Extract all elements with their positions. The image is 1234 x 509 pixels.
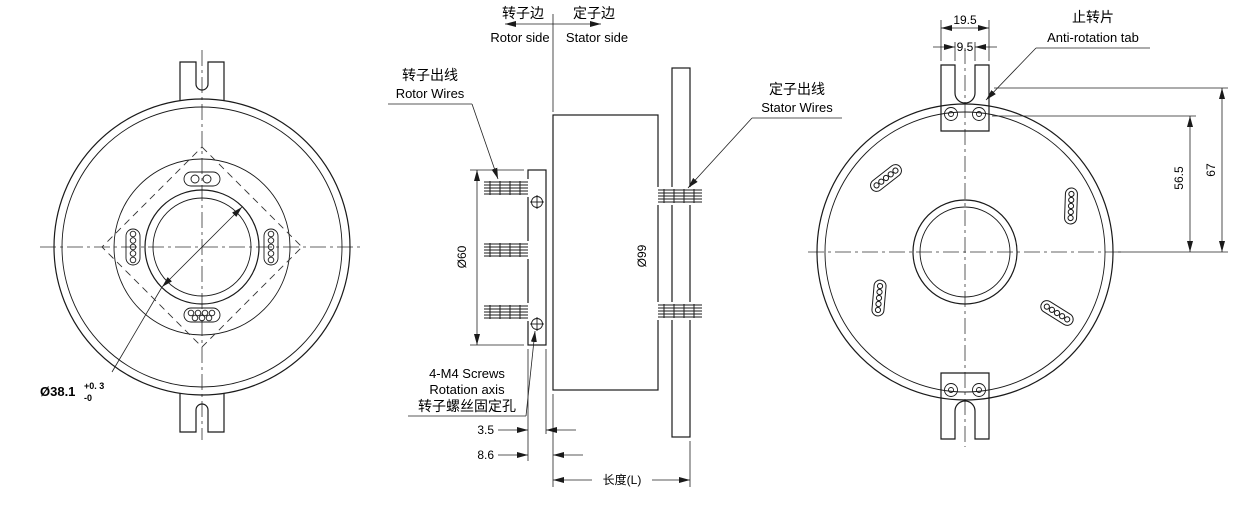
stator-wire-bundle-2	[655, 301, 707, 321]
rear-bore-circle	[919, 206, 1011, 298]
bottom-dimensions: 3.5 8.6 长度(L)	[477, 349, 691, 487]
front-wire-window-bottom	[183, 307, 221, 323]
stator-side-label-cn: 定子边	[573, 5, 615, 21]
bore-diameter-dimension: Ø38.1 +0. 3 -0	[40, 206, 243, 403]
rear-outer-circle	[816, 103, 1114, 401]
stator-side-label-en: Stator side	[566, 30, 628, 45]
stator-wires-label-en: Stator Wires	[761, 100, 833, 115]
screws-label-2: Rotation axis	[429, 382, 505, 397]
front-wire-window-right	[263, 228, 279, 266]
bore-dia-label: Ø38.1	[40, 384, 75, 399]
rotor-wire-bundle-3	[481, 302, 533, 322]
dia99-label: Ø99	[635, 244, 649, 267]
stator-body	[552, 114, 659, 391]
rotor-wire-bundle-1	[481, 178, 533, 198]
rear-view: 19.5 9.5 止转片 Anti-rotation tab 56.5 67	[808, 9, 1228, 447]
rotor-wires-callout: 转子出线 Rotor Wires	[388, 67, 499, 180]
rotor-side-label-en: Rotor side	[490, 30, 549, 45]
rotor-stator-divider	[505, 14, 601, 112]
dim-3-5-label: 3.5	[477, 423, 494, 437]
anti-rotation-callout: 止转片 Anti-rotation tab	[985, 9, 1150, 101]
screws-label-1: 4-M4 Screws	[429, 366, 505, 381]
tab-label-cn: 止转片	[1072, 9, 1114, 25]
anti-rotation-tab-top	[940, 64, 990, 132]
dim-9-5-label: 9.5	[957, 40, 974, 54]
side-view: 转子边 Rotor side 定子边 Stator side 转子出线	[388, 5, 842, 487]
dim-19-5-label: 19.5	[953, 13, 977, 27]
rotor-side-label-cn: 转子边	[502, 5, 544, 21]
front-view: Ø38.1 +0. 3 -0	[40, 50, 364, 440]
front-bore-circle	[152, 197, 252, 297]
front-bottom-tab	[179, 393, 225, 433]
rear-bore-outer-circle	[912, 199, 1018, 305]
rear-center-lines	[808, 48, 1122, 447]
rear-slot-ne	[1063, 187, 1079, 225]
stator-mounting-plate	[671, 67, 691, 438]
screws-callout: 4-M4 Screws Rotation axis 转子螺丝固定孔	[408, 330, 537, 417]
front-top-tab	[179, 61, 225, 101]
rotor-screw-top	[530, 195, 544, 209]
rear-slot-sw	[870, 279, 888, 317]
rotor-wires-label-en: Rotor Wires	[396, 86, 465, 101]
dim-9-5: 9.5	[933, 40, 997, 61]
dim-67-label: 67	[1204, 163, 1218, 177]
dia60-dimension: Ø60	[455, 169, 524, 346]
dim-19-5: 19.5	[940, 13, 990, 61]
front-wire-window-top	[183, 171, 221, 187]
front-inner-rim-circle	[61, 106, 343, 388]
stator-wires-callout: 定子出线 Stator Wires	[687, 81, 842, 189]
front-bore-outer-circle	[144, 189, 260, 305]
rotor-wire-bundle-2	[481, 240, 533, 260]
tab-label-en: Anti-rotation tab	[1047, 30, 1139, 45]
rear-inner-rim-circle	[824, 111, 1106, 393]
front-wire-window-left	[125, 228, 141, 266]
rotor-screw-bottom	[530, 317, 544, 331]
stator-wire-bundle-1	[655, 186, 707, 206]
dim-8-6-label: 8.6	[477, 448, 494, 462]
screws-label-3: 转子螺丝固定孔	[418, 398, 516, 414]
front-bolt-pattern-dashed	[101, 146, 303, 348]
dim-56-5-label: 56.5	[1172, 166, 1186, 190]
anti-rotation-tab-bottom	[940, 372, 990, 440]
dia60-label: Ø60	[455, 245, 469, 268]
right-dimensions: 56.5 67	[992, 87, 1228, 253]
length-label: 长度(L)	[603, 472, 642, 487]
front-face-circle	[113, 158, 291, 336]
stator-wires-label-cn: 定子出线	[769, 81, 825, 97]
bore-tol-lower: -0	[84, 393, 92, 403]
bore-tol-upper: +0. 3	[84, 381, 104, 391]
front-outer-circle	[53, 98, 351, 396]
rotor-wires-label-cn: 转子出线	[402, 67, 458, 83]
